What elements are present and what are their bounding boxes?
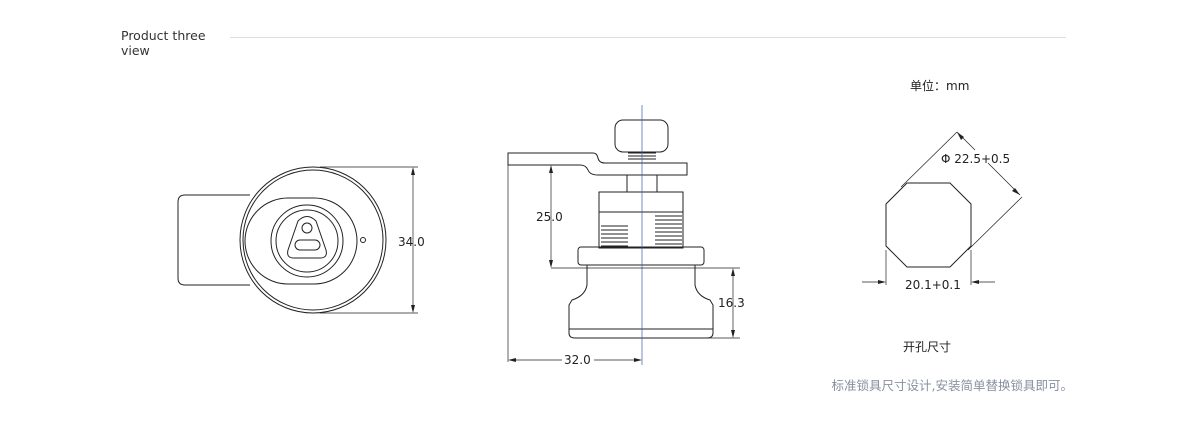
section-title: Product three view [121,28,206,58]
cutout-width-dimension: 20.1+0.1 [905,278,961,292]
front-height-dimension: 34.0 [398,235,425,249]
front-view [177,166,418,314]
side-height-dimension: 25.0 [536,210,563,224]
header-divider [230,37,1066,38]
cutout-diameter-dimension: Φ 22.5+0.5 [941,152,1011,166]
side-view [507,105,740,365]
knob-height-dimension: 16.3 [718,296,745,310]
footer-note: 标准锁具尺寸设计,安装简单替换锁具即可。 [831,378,1073,393]
side-width-dimension: 32.0 [564,353,591,367]
cutout-view [862,131,1023,285]
cutout-caption: 开孔尺寸 [903,340,952,354]
units-label: 单位：mm [910,79,970,93]
